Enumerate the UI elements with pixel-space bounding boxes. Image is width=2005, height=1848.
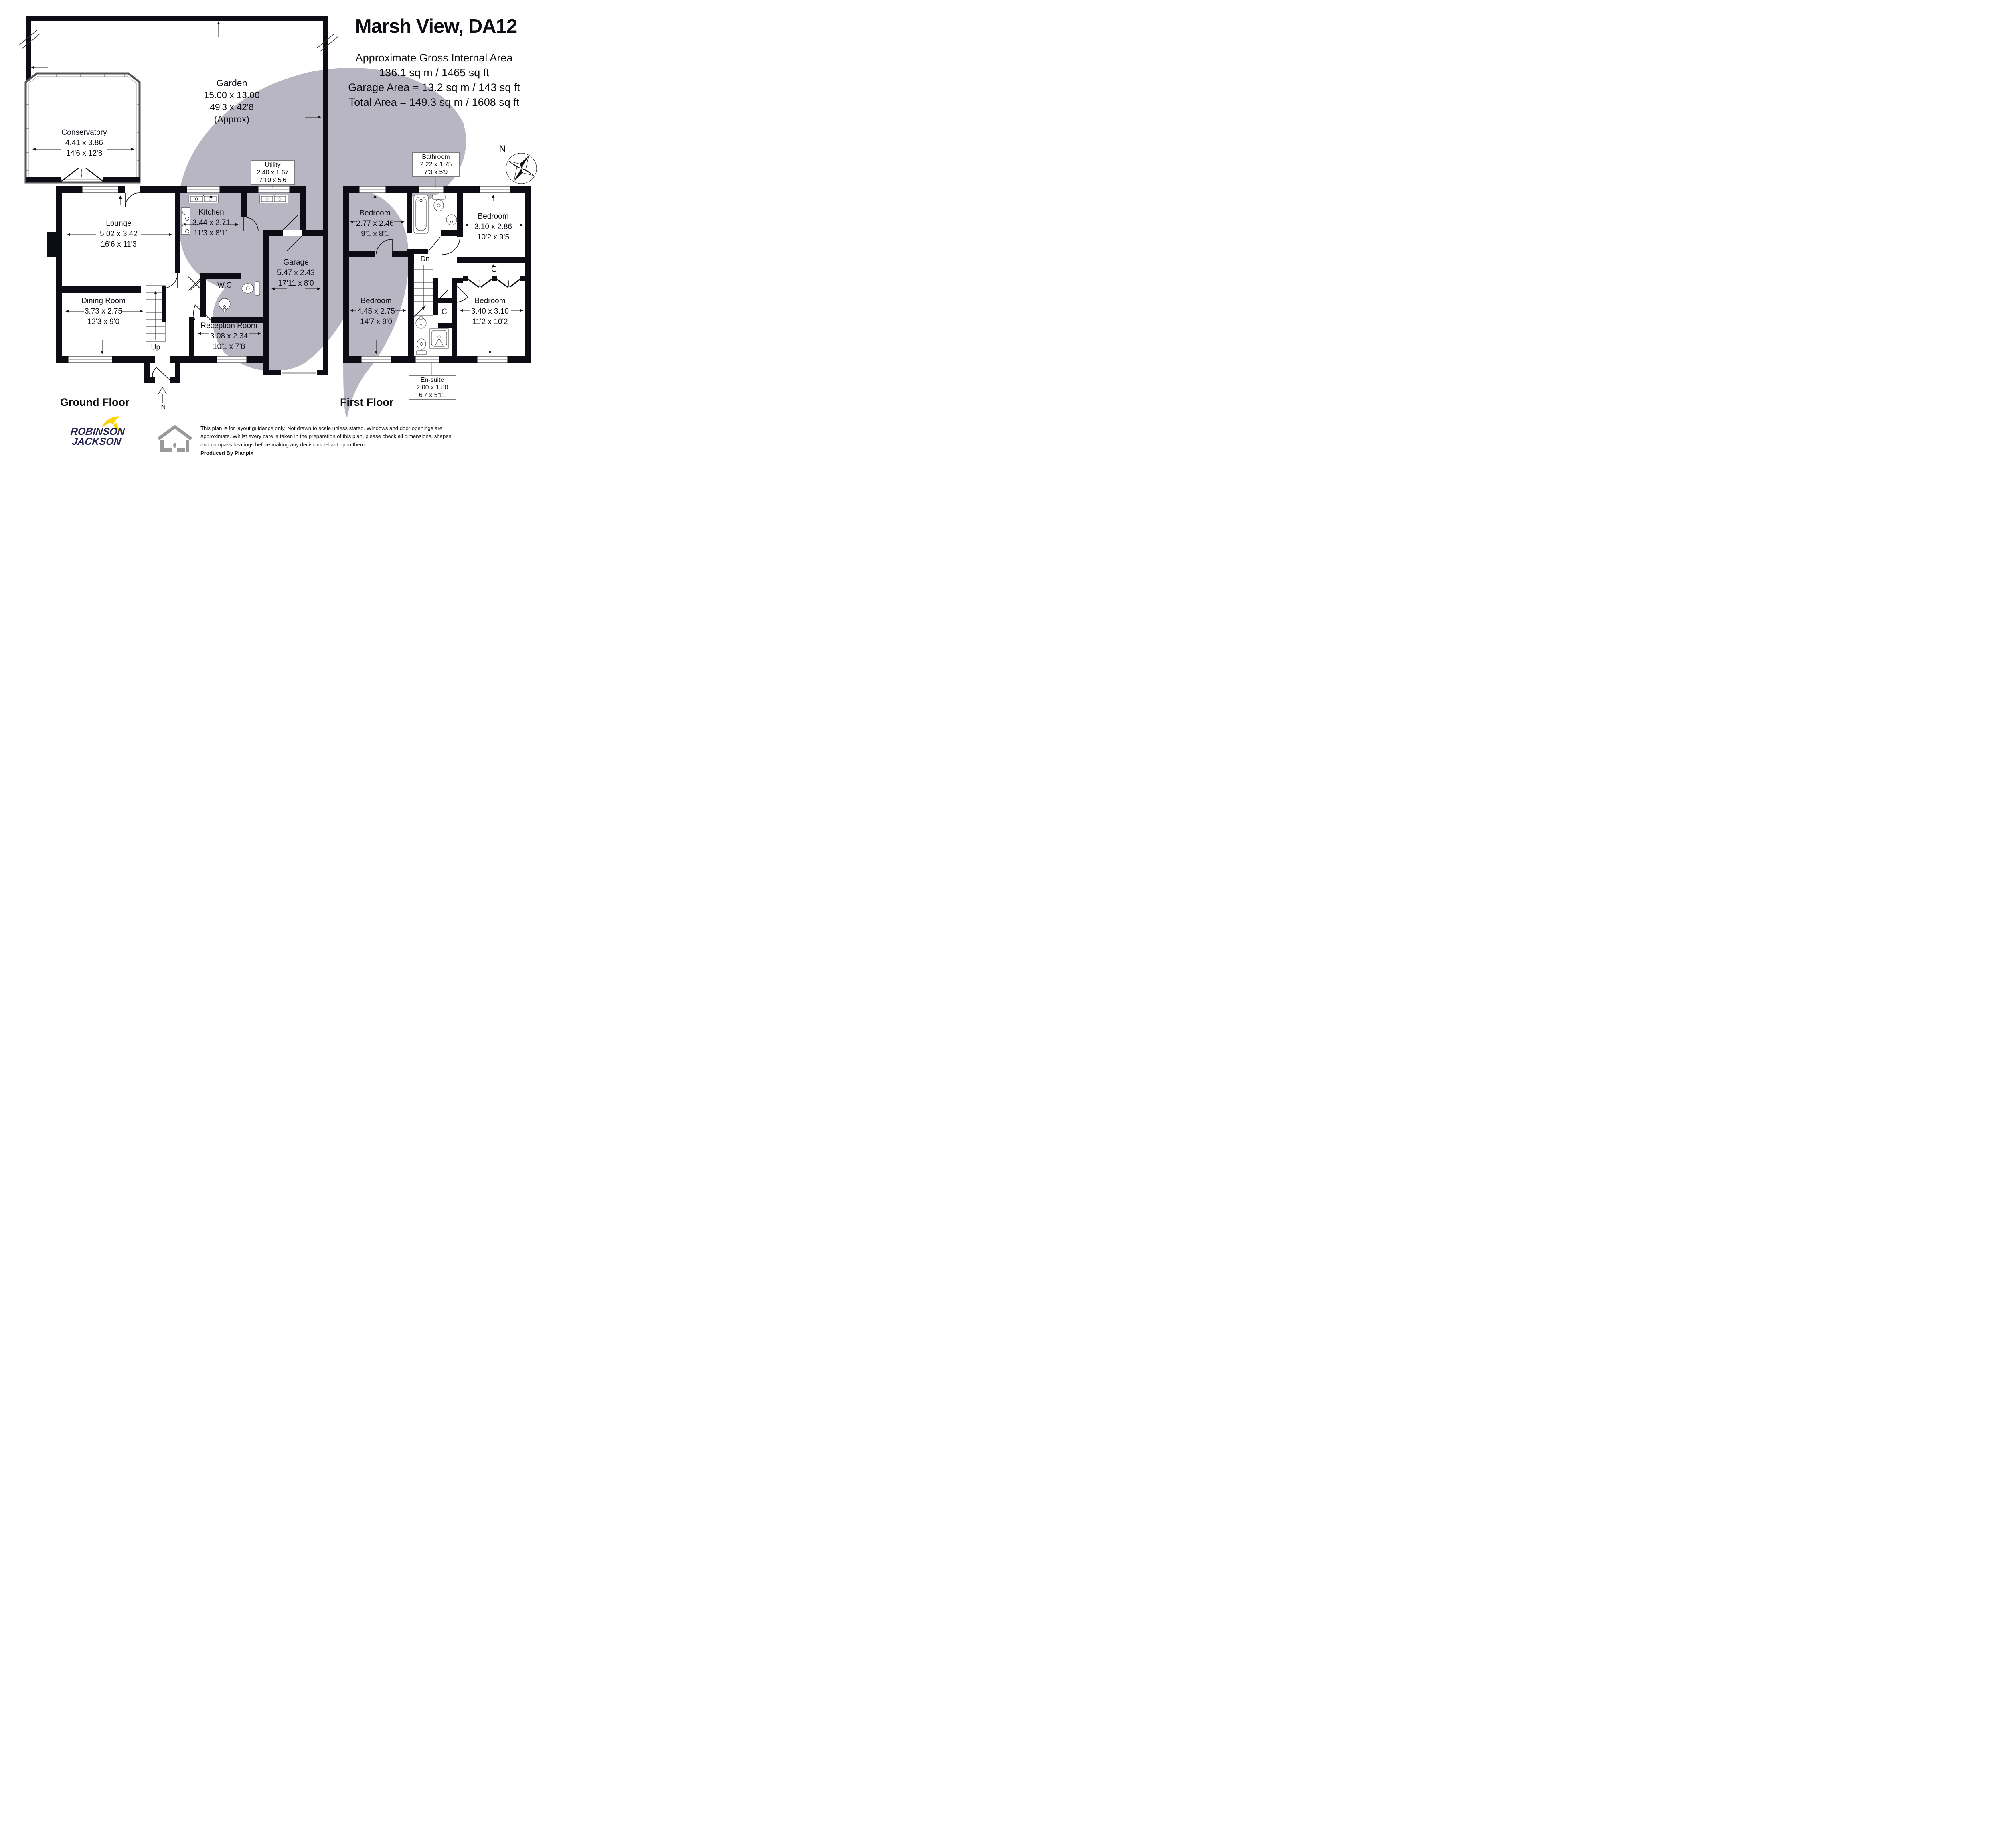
wc-toilet-icon [241, 281, 260, 296]
disclaimer-text: This plan is for layout guidance only. N… [200, 425, 452, 448]
stairs-down [413, 263, 433, 316]
entrance-arrow-icon [158, 387, 167, 403]
area-line-2: 136.1 sq m / 1465 sq ft [379, 67, 489, 79]
wc-sink-icon [219, 298, 231, 312]
toilet-icon [432, 195, 446, 211]
page-title: Marsh View, DA12 [355, 16, 517, 37]
stairs-up-label: Up [151, 343, 160, 351]
door-gaps [125, 186, 317, 375]
first-floor-label: First Floor [340, 396, 394, 408]
kitchen-sink-icon [188, 193, 219, 203]
agent-logo: ROBINSON JACKSON [70, 426, 126, 447]
north-label: N [499, 144, 506, 154]
double-door-icon [61, 168, 104, 182]
area-line-3: Garage Area = 13.2 sq m / 143 sq ft [348, 81, 520, 93]
conservatory-walls [24, 72, 141, 184]
swallow-logo-icon [102, 416, 121, 432]
closet-label-small: C [441, 307, 448, 316]
bathroom-sink-icon [446, 214, 457, 225]
floorplan-page: Marsh View, DA12 Approximate Gross Inter… [0, 0, 554, 462]
compass-icon [506, 153, 537, 184]
planpix-house-icon [157, 425, 192, 452]
garden-fence [26, 16, 328, 375]
bath-icon [413, 195, 429, 234]
stairs-down-label: Dn [420, 255, 430, 263]
area-line-4: Total Area = 149.3 sq m / 1608 sq ft [348, 96, 520, 108]
room-label-wc: W.C [217, 281, 232, 290]
utility-sink-icon [259, 193, 288, 203]
dimension-arrows [31, 21, 523, 354]
closet-label-wardrobe: C [491, 265, 497, 274]
area-line-1: Approximate Gross Internal Area [355, 52, 513, 64]
fence-break-icon [19, 30, 338, 52]
window-icon [68, 186, 290, 363]
ensuite-sink-icon [415, 316, 427, 329]
door-arcs-first [376, 237, 468, 317]
ensuite-toilet-icon [416, 338, 427, 355]
entrance-label: IN [159, 404, 166, 411]
wardrobe-doors-icon [463, 276, 525, 288]
window-icon [359, 186, 510, 363]
floorplan-canvas [19, 16, 537, 452]
stove-icon [181, 207, 190, 235]
ground-floor-label: Ground Floor [60, 396, 130, 408]
door-arcs-ground [125, 192, 302, 381]
produced-by-label: Produced By Planpix [200, 450, 253, 456]
shower-icon [429, 328, 449, 349]
